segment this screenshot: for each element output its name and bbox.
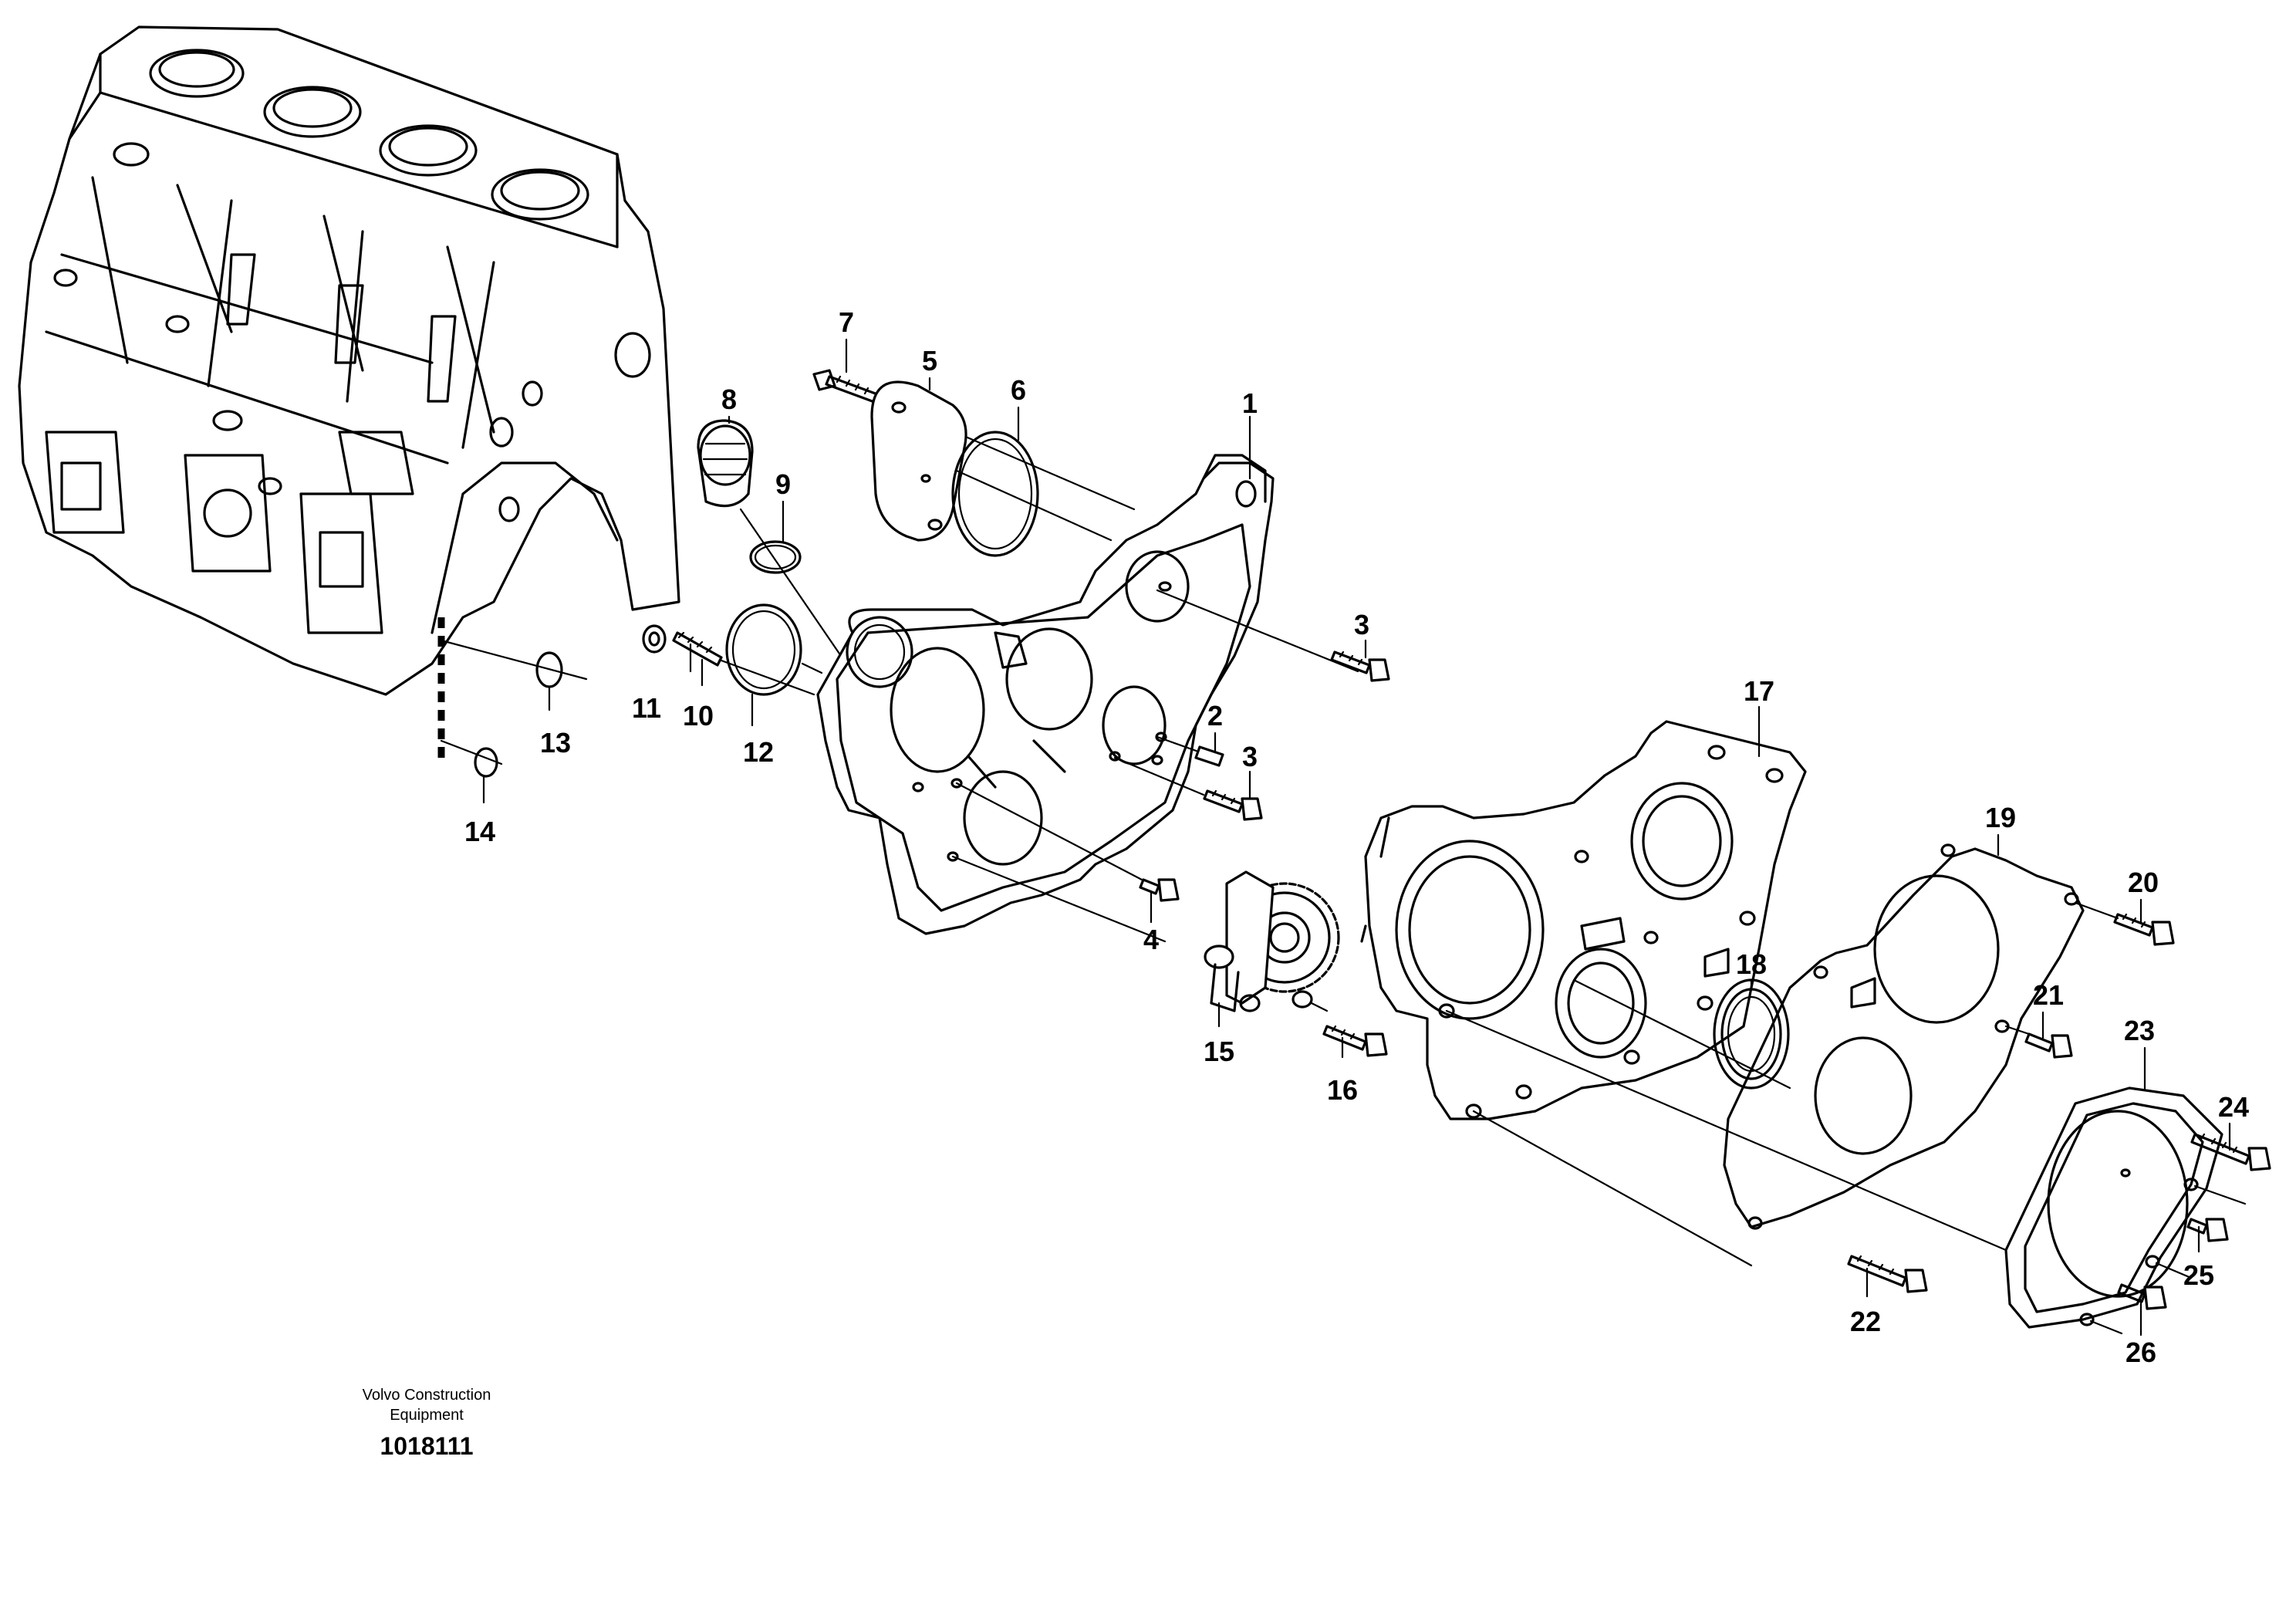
bolt-25 [2186, 1218, 2229, 1242]
callout-14: 14 [464, 816, 495, 847]
callout-21: 21 [2033, 979, 2064, 1011]
callout-9: 9 [775, 468, 791, 500]
callout-10: 10 [683, 700, 714, 732]
callout-4: 4 [1143, 924, 1159, 955]
callout-16: 16 [1327, 1074, 1358, 1106]
callout-18: 18 [1736, 948, 1767, 980]
rear-cover-23 [2004, 1086, 2247, 1335]
callout-26: 26 [2125, 1336, 2156, 1368]
leader-lines [482, 338, 2231, 1336]
o-ring-12 [725, 603, 823, 696]
callout-2: 2 [1207, 700, 1223, 732]
oil-pump-15 [1204, 870, 1340, 1012]
timing-case-1 [816, 454, 1359, 943]
bolt-24 [2190, 1133, 2271, 1171]
gear-housing-17 [1360, 720, 2007, 1267]
callout-24: 24 [2218, 1091, 2249, 1123]
callout-3-lower: 3 [1242, 741, 1258, 772]
document-number: 1018111 [380, 1432, 473, 1460]
callout-1: 1 [1242, 387, 1258, 419]
callout-8: 8 [721, 384, 737, 415]
bolt-21 [2024, 1032, 2073, 1059]
callout-3-upper: 3 [1354, 609, 1369, 640]
callout-5: 5 [922, 345, 937, 377]
callout-15: 15 [1204, 1036, 1234, 1067]
gasket-19 [1723, 843, 2119, 1230]
callout-20: 20 [2128, 867, 2159, 898]
engine-block [18, 25, 680, 696]
figure-caption: Volvo Construction Equipment 1018111 [363, 1387, 491, 1460]
bolt-22 [1847, 1255, 1928, 1293]
o-ring-6 [951, 431, 1113, 557]
dowel-pin-2 [1194, 745, 1224, 767]
bolt-4 [1139, 878, 1180, 902]
bolt-26 [2117, 1283, 2167, 1310]
callout-labels: 1 2 3 3 4 5 6 7 8 9 10 11 12 13 14 15 16… [464, 306, 2249, 1368]
callout-12: 12 [743, 736, 774, 768]
bolt-3-lower [1203, 789, 1263, 821]
bolt-20 [2113, 913, 2175, 946]
filler-cap-8 [697, 419, 842, 657]
cover-plate-5 [870, 380, 967, 542]
callout-13: 13 [540, 727, 571, 759]
brand-line-2: Equipment [390, 1407, 464, 1424]
callout-7: 7 [839, 306, 854, 338]
callout-25: 25 [2183, 1259, 2214, 1291]
bolt-3-upper [1330, 650, 1390, 682]
callout-22: 22 [1850, 1306, 1881, 1337]
brand-line-1: Volvo Construction [363, 1387, 491, 1404]
callout-17: 17 [1744, 675, 1774, 707]
stud-10-washer-11 [642, 624, 815, 696]
o-ring-9 [749, 540, 802, 574]
callout-19: 19 [1985, 802, 2016, 833]
callout-11: 11 [632, 692, 661, 724]
o-ring-14 [474, 747, 498, 778]
callout-23: 23 [2124, 1015, 2155, 1046]
callout-6: 6 [1011, 374, 1026, 406]
bolt-16 [1322, 1025, 1388, 1057]
